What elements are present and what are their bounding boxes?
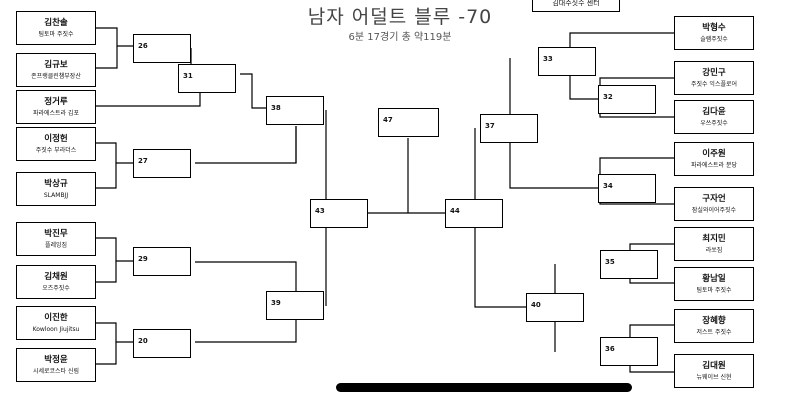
player-card: 김찬솔 팀토마 주짓수 [16,11,96,45]
player-team: 뉴웨이브 신현 [696,374,732,381]
match-number: 36 [605,345,615,353]
match-number: 34 [603,182,613,190]
player-card: 김규보 존프랭클린챔부장산 [16,53,96,87]
player-team: 팀토마 주짓수 [696,287,732,294]
player-card: 정거루 파라에스트라 김포 [16,90,96,124]
player-card: 박진무 플레잉짐 [16,222,96,256]
match-box: 27 [133,149,191,178]
player-name: 최지민 [702,234,726,244]
match-box: 34 [598,174,656,203]
match-number: 40 [531,301,541,309]
match-number: 35 [605,258,615,266]
player-name: 이정헌 [44,134,68,144]
corner-label: 김대주짓수 센터 [532,0,620,12]
match-box: 47 [378,108,439,137]
player-name: 박정윤 [44,355,68,365]
player-name: 김채원 [44,272,68,282]
player-card: 최지민 라쏘짐 [674,227,754,261]
player-name: 박형수 [702,23,726,33]
match-number: 47 [383,116,393,124]
match-number: 43 [315,207,325,215]
match-number: 38 [271,104,281,112]
player-card: 이진한 Kowloon Jiujitsu [16,306,96,340]
match-box: 35 [600,250,658,279]
player-team: 시세로코스타 신림 [32,368,80,375]
match-box: 39 [266,291,324,320]
player-name: 김대원 [702,361,726,371]
player-team: 저스트 주짓수 [696,329,732,336]
player-team: 주짓수 부라더스 [35,147,77,154]
match-number: 32 [603,93,613,101]
player-card: 김다윤 우쓰주짓수 [674,100,754,134]
match-number: 20 [138,337,148,345]
match-number: 27 [138,157,148,165]
match-number: 39 [271,299,281,307]
player-card: 박상규 SLAMBJJ [16,172,96,206]
page-subtitle: 6분 17경기 총 약119분 [348,32,452,43]
player-card: 박정윤 시세로코스타 신림 [16,348,96,382]
player-team: 잠실와이어주짓수 [691,207,737,214]
player-card: 황남일 팀토마 주짓수 [674,267,754,301]
page-title: 남자 어덜트 블루 -70 [307,6,493,28]
player-card: 강민구 주짓수 익스플로어 [674,61,754,95]
scrollbar[interactable] [336,383,632,392]
player-team: 주짓수 익스플로어 [690,81,738,88]
player-name: 황남일 [702,274,726,284]
match-box: 32 [598,85,656,114]
match-box: 33 [538,47,596,76]
match-number: 37 [485,122,495,130]
player-name: 김규보 [44,60,68,70]
player-card: 장혜향 저스트 주짓수 [674,309,754,343]
match-number: 44 [450,207,460,215]
match-box: 38 [266,96,324,125]
player-card: 박형수 슬램주짓수 [674,16,754,50]
match-box: 36 [600,337,658,366]
match-box: 37 [480,114,538,143]
player-card: 이주원 파라에스트라 분당 [674,142,754,176]
match-box: 26 [133,34,191,63]
match-box: 29 [133,247,191,276]
player-name: 이주원 [702,149,726,159]
player-team: 우쓰주짓수 [700,120,728,127]
player-team: 존프랭클린챔부장산 [31,73,81,80]
match-box: 44 [445,199,503,228]
player-name: 장혜향 [702,316,726,326]
match-box: 43 [310,199,368,228]
player-team: 오즈주짓수 [42,285,70,292]
player-name: 이진한 [44,313,68,323]
player-card: 구자언 잠실와이어주짓수 [674,187,754,221]
match-box: 31 [178,64,236,93]
match-box: 40 [526,293,584,322]
player-card: 김대원 뉴웨이브 신현 [674,354,754,388]
player-team: Kowloon Jiujitsu [32,326,80,333]
player-card: 김채원 오즈주짓수 [16,265,96,299]
player-team: 라쏘짐 [705,247,723,254]
player-name: 박진무 [44,229,68,239]
player-name: 정거루 [44,97,68,107]
player-team: SLAMBJJ [43,192,69,199]
player-name: 김다윤 [702,107,726,117]
player-name: 박상규 [44,179,68,189]
player-team: 파라에스트라 김포 [32,110,80,117]
match-number: 29 [138,255,148,263]
match-box: 20 [133,329,191,358]
player-card: 이정헌 주짓수 부라더스 [16,127,96,161]
match-number: 31 [183,72,193,80]
match-number: 26 [138,42,148,50]
match-number: 33 [543,55,553,63]
player-team: 슬램주짓수 [700,36,728,43]
player-team: 팀토마 주짓수 [38,31,74,38]
player-name: 구자언 [702,194,726,204]
player-name: 강민구 [702,68,726,78]
player-name: 김찬솔 [44,18,68,28]
player-team: 파라에스트라 분당 [690,162,738,169]
player-team: 플레잉짐 [44,242,68,249]
